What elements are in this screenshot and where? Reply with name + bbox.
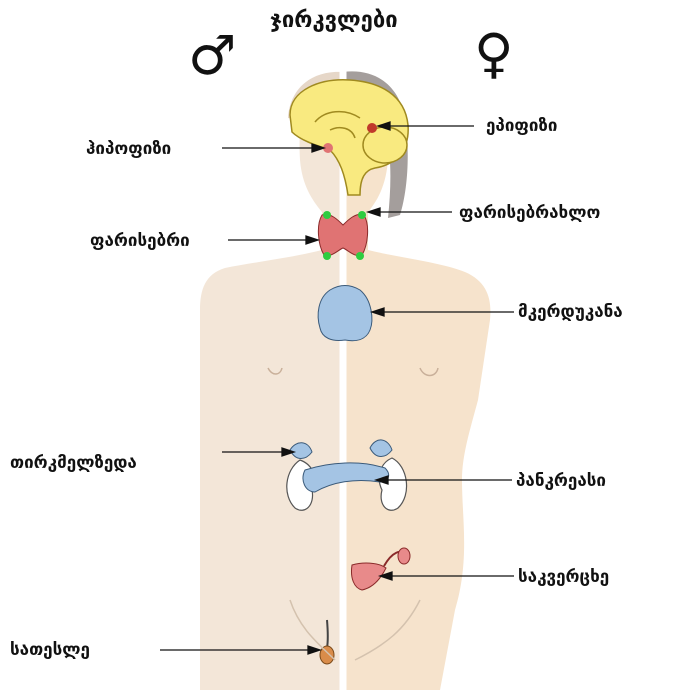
- label-ovary: საკვერცხე: [518, 567, 609, 587]
- cerebellum: [363, 127, 407, 163]
- female-symbol: ♀: [474, 22, 514, 86]
- label-epiphysis: ეპიფიზი: [486, 116, 557, 136]
- label-thyroid: ფარისებრი: [90, 231, 190, 251]
- label-hypophysis: ჰიპოფიზი: [86, 139, 171, 159]
- female-body: [343, 90, 490, 690]
- parathyroid-dot: [323, 252, 331, 260]
- label-thymus: მკერდუკანა: [518, 302, 623, 322]
- thymus-gland: [318, 286, 372, 341]
- label-pancreas: პანკრეასი: [516, 471, 606, 491]
- male-symbol: ♂: [188, 26, 236, 86]
- label-testis: სათესლე: [10, 640, 90, 660]
- label-parathyroid: ფარისებრახლო: [459, 203, 600, 223]
- ovary-gland: [398, 548, 410, 564]
- parathyroid-dot: [358, 211, 366, 219]
- parathyroid-dot: [356, 252, 364, 260]
- label-adrenal: თირკმელზედა: [10, 453, 137, 473]
- testis-gland: [320, 646, 334, 664]
- male-body: [200, 90, 343, 690]
- parathyroid-dot: [323, 211, 331, 219]
- epiphysis-gland: [367, 123, 377, 133]
- diagram-title: ჯირკვლები: [270, 7, 398, 35]
- spermatic-cord: [327, 620, 328, 648]
